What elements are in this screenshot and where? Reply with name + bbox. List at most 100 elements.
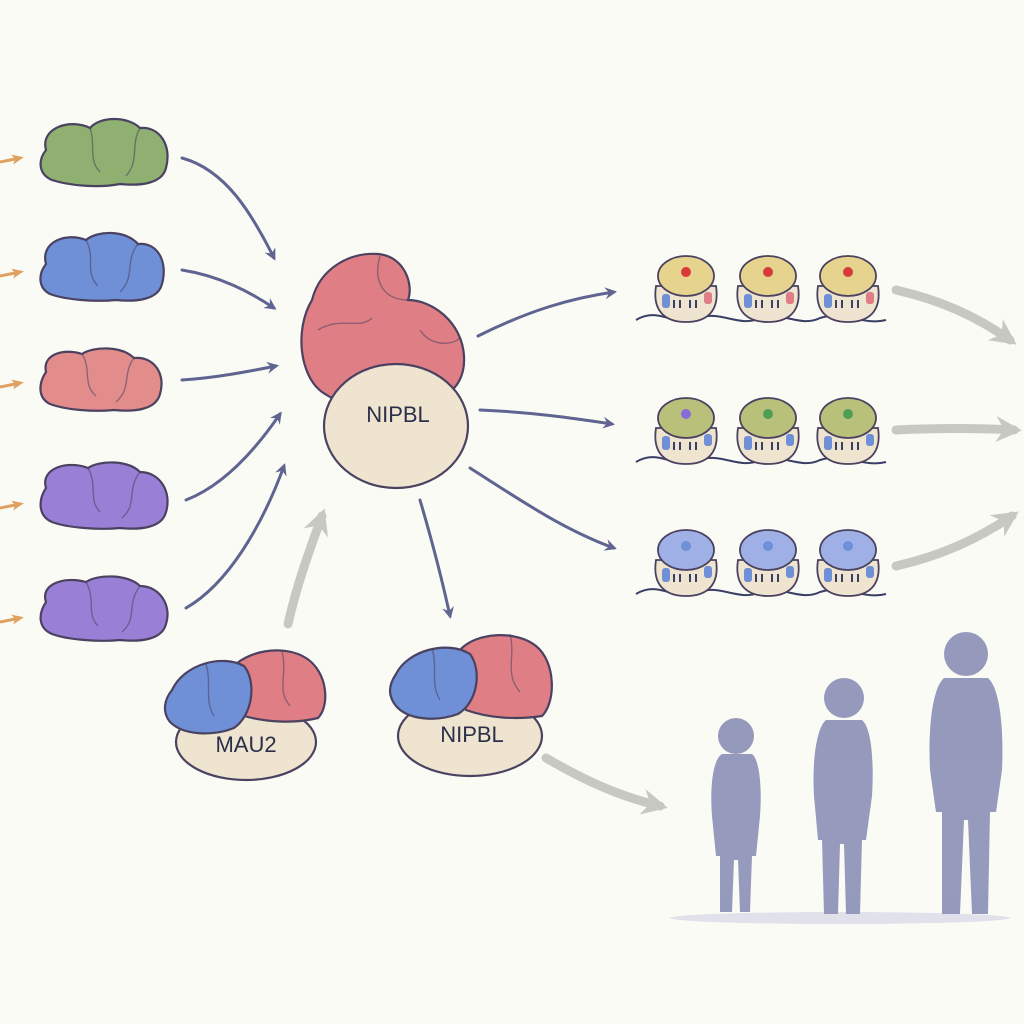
cohesin-unit [736,397,800,465]
arrow [478,408,615,429]
light-arrow [541,753,668,815]
cohesin-dot [843,541,853,551]
nipbl-main-label: NIPBL [366,402,430,427]
cohesin-dot [843,267,853,277]
cohesin-band [786,434,794,446]
cohesin-dot [763,541,773,551]
mau2-complex: MAU2 [163,649,327,782]
cohesin-band [662,294,670,308]
cohesin-marking [755,300,779,308]
cohesin-band [824,294,832,308]
purple-protein [39,575,169,642]
cohesin-marking [835,442,859,450]
nipbl-lower-complex: NIPBL [388,633,553,778]
cohesin-base [654,285,718,323]
cohesin-band [866,292,874,304]
cohesin-band [866,566,874,578]
arrow [180,268,277,310]
arrow [184,463,287,610]
input-arrows [0,154,24,625]
blue-protein [39,231,165,302]
cohesin-band [824,436,832,450]
cohesin-row [635,529,887,597]
cohesin-unit [736,529,800,597]
light-arrows [283,285,1022,815]
cohesin-grid [635,255,887,597]
arrow [184,411,282,502]
arrow [476,287,617,338]
growth-figures [670,632,1010,924]
cohesin-unit [736,255,800,323]
cohesin-band [704,292,712,304]
pink-protein [39,347,163,412]
light-arrow [891,511,1019,571]
cohesin-dot [763,409,773,419]
purple-protein [39,461,169,530]
cohesin-unit [654,397,718,465]
light-arrow [891,416,1022,443]
cohesin-marking [835,574,859,582]
cohesin-dot [763,267,773,277]
input-arrow [0,154,24,165]
cohesin-marking [835,300,859,308]
cohesin-base [654,559,718,597]
cohesin-band [704,566,712,578]
nipbl-lower-label: NIPBL [440,722,504,747]
input-arrow [0,379,24,390]
child-small-figure [711,718,761,912]
arrow [180,361,279,382]
cohesin-band [704,434,712,446]
cohesin-base [816,427,880,465]
converging-arrows [180,156,617,619]
cohesin-band [662,568,670,582]
light-arrow [283,508,328,629]
cohesin-marking [755,574,779,582]
cohesin-dot [681,267,691,277]
cohesin-base [736,285,800,323]
cohesin-unit [654,529,718,597]
cohesin-dot [843,409,853,419]
cohesin-band [744,294,752,308]
cohesin-row [635,397,887,465]
nipbl-main-complex: NIPBL [300,252,470,490]
cohesin-marking [755,442,779,450]
input-arrow [0,500,24,511]
cohesin-base [736,427,800,465]
green-protein [39,117,169,188]
cohesin-band [786,566,794,578]
cohesin-marking [673,442,697,450]
child-medium-figure [813,678,873,914]
arrow [180,156,276,261]
cohesin-marking [673,574,697,582]
cohesin-base [654,427,718,465]
cohesin-unit [816,397,880,465]
cohesin-unit [654,255,718,323]
cohesin-base [736,559,800,597]
nipbl-main-body [322,362,470,490]
cohesin-unit [816,255,880,323]
input-arrow [0,614,24,625]
cohesin-band [866,434,874,446]
input-arrow [0,268,24,279]
cohesin-base [816,559,880,597]
cohesin-band [744,568,752,582]
cohesin-dot [681,541,691,551]
cohesin-band [824,568,832,582]
cohesin-unit [816,529,880,597]
input-proteins [39,117,169,642]
cohesin-band [662,436,670,450]
adult-figure [929,632,1003,914]
cohesin-band [744,436,752,450]
cohesin-row [635,255,887,323]
cohesin-band [786,292,794,304]
cohesin-marking [673,300,697,308]
arrow [418,498,454,619]
mau2-label: MAU2 [215,732,276,757]
cohesin-dot [681,409,691,419]
ground-shadow [670,912,1010,924]
light-arrow [891,285,1017,345]
arrow [468,466,617,551]
cohesin-base [816,285,880,323]
